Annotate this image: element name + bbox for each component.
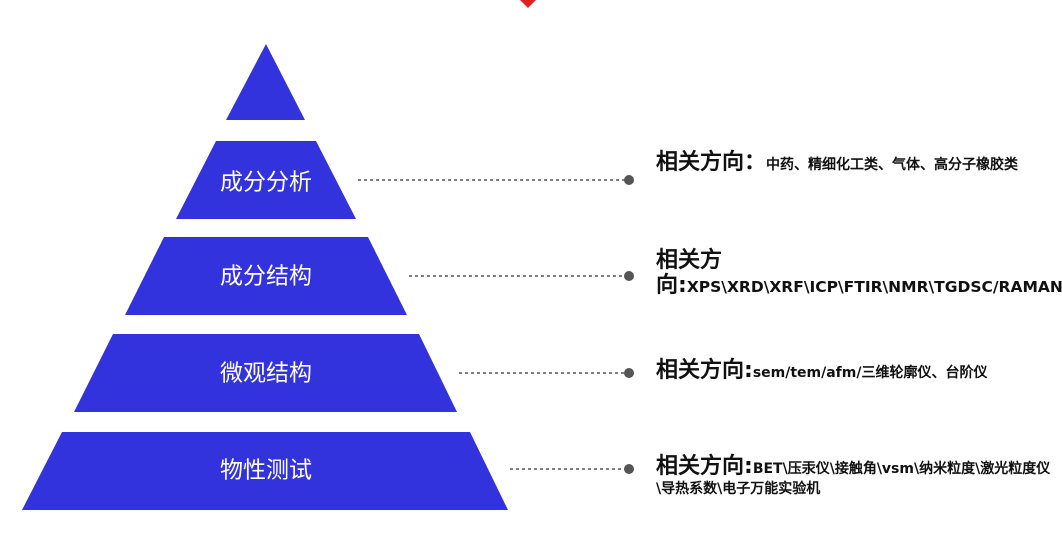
connector-dot-2	[624, 271, 634, 281]
annotation-text: 中药、精细化工类、气体、高分子橡胶类	[766, 157, 1019, 173]
tier-label-component-analysis: 成分分析	[220, 170, 312, 196]
pyramid-tier-microstructure	[74, 334, 457, 412]
annotation-text: BET\压汞仪\接触角\vsm\纳米粒度\激光粒度仪\导热系数\电子万能实验机	[656, 461, 1051, 498]
pyramid-tier-apex	[226, 44, 305, 120]
top-marker	[520, 0, 536, 8]
annotation-heading: 相关方向:	[656, 358, 753, 383]
annotation-physical-testing: 相关方向:BET\压汞仪\接触角\vsm\纳米粒度\激光粒度仪\导热系数\电子万…	[656, 454, 1056, 498]
annotation-heading: 相关方向:	[656, 454, 753, 479]
annotation-text: XPS\XRD\XRF\ICP\FTIR\NMR\TGDSC/RAMAN/TPD	[686, 278, 1062, 297]
annotation-heading: 相关方向：	[656, 150, 767, 175]
connector-dot-3	[624, 368, 634, 378]
annotation-microstructure: 相关方向:sem/tem/afm/三维轮廓仪、台阶仪	[656, 358, 1056, 383]
annotation-component-analysis: 相关方向：中药、精细化工类、气体、高分子橡胶类	[656, 150, 1056, 175]
tier-label-microstructure: 微观结构	[220, 361, 312, 387]
annotation-text: sem/tem/afm/三维轮廓仪、台阶仪	[752, 365, 988, 381]
pyramid-tier-physical-testing	[22, 432, 508, 510]
connector-dot-4	[624, 464, 634, 474]
tier-label-physical-testing: 物性测试	[220, 458, 312, 484]
pyramid-tier-component-structure	[125, 237, 407, 315]
annotation-heading: 相关方向:	[656, 248, 723, 299]
annotation-component-structure: 相关方向:XPS\XRD\XRF\ICP\FTIR\NMR\TGDSC/RAMA…	[656, 248, 1062, 299]
connector-dot-1	[624, 175, 634, 185]
tier-label-component-structure: 成分结构	[220, 264, 312, 290]
pyramid-tier-component-analysis	[176, 141, 356, 219]
